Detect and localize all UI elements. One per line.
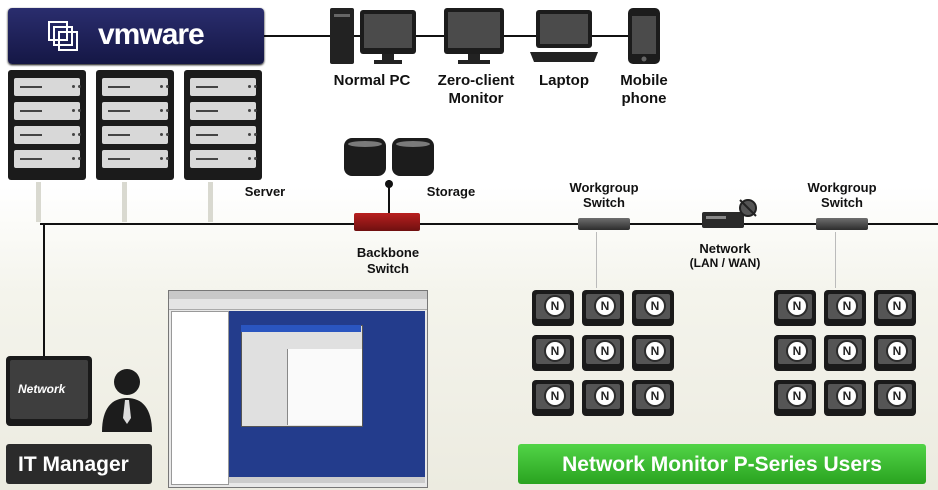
client-monitor-icon: N [632, 290, 674, 326]
workgroup-switch-2-label-1: Workgroup [807, 180, 877, 195]
backbone-switch-label-1: Backbone [356, 245, 420, 260]
workgroup-switch-1-label-1: Workgroup [569, 180, 639, 195]
zero-client-label-2: Monitor [448, 90, 504, 107]
mobile-phone-label-1: Mobile [620, 72, 668, 89]
client-monitor-icon: N [874, 380, 916, 416]
laptop-icon [530, 10, 598, 62]
users-banner-text: Network Monitor P-Series Users [562, 453, 882, 476]
mobile-phone-icon [628, 8, 660, 64]
vmware-logo-icon [48, 21, 78, 51]
storage-disk-icon [392, 138, 434, 176]
network-label-2: (LAN / WAN) [689, 256, 761, 270]
workgroup-switch-2-label-2: Switch [821, 195, 863, 210]
client-monitor-icon: N [532, 380, 574, 416]
workgroup-switch-1-label-2: Switch [583, 195, 625, 210]
vmware-wordmark: vmware [98, 18, 205, 51]
client-monitor-icon: N [874, 335, 916, 371]
users-banner: Network Monitor P-Series Users [518, 444, 926, 484]
storage-label: Storage [426, 184, 476, 199]
it-manager-banner: IT Manager [6, 444, 152, 484]
zero-client-monitor-icon [444, 8, 504, 64]
backbone-switch-label-2: Switch [367, 261, 409, 276]
client-monitor-icon: N [824, 335, 866, 371]
laptop-label: Laptop [539, 72, 589, 89]
zero-client-label-1: Zero-client [437, 72, 515, 89]
client-monitor-icon: N [874, 290, 916, 326]
backbone-line [40, 223, 938, 225]
wg2-drop-line [835, 232, 836, 288]
rack-leg [208, 182, 213, 222]
client-monitor-icon: N [632, 380, 674, 416]
vmware-banner: vmware [8, 8, 264, 64]
client-monitor-icon: N [774, 335, 816, 371]
rack-leg [36, 182, 41, 222]
it-manager-monitor-icon: Network [6, 356, 92, 426]
normal-pc-label: Normal PC [333, 72, 411, 89]
mobile-phone-label-2: phone [621, 90, 667, 107]
client-monitor-icon: N [632, 335, 674, 371]
server-label: Server [244, 184, 286, 199]
monitoring-software-screenshot [168, 290, 428, 488]
client-monitor-icon: N [532, 335, 574, 371]
workgroup-switch-2-icon [816, 218, 868, 230]
storage-line [388, 180, 390, 214]
server-rack-1 [8, 70, 86, 180]
client-monitor-icon: N [582, 335, 624, 371]
backbone-switch-icon [354, 213, 420, 231]
client-monitor-icon: N [824, 290, 866, 326]
router-icon [702, 199, 757, 228]
storage-connector-dot [385, 180, 393, 188]
client-monitor-icon: N [532, 290, 574, 326]
server-rack-3 [184, 70, 262, 180]
client-monitor-icon: N [774, 380, 816, 416]
it-manager-drop-line [43, 224, 45, 356]
client-monitor-icon: N [824, 380, 866, 416]
desktop-pc-icon [330, 8, 416, 64]
it-monitor-brand-text: Network [18, 382, 66, 396]
rack-leg [122, 182, 127, 222]
server-rack-2 [96, 70, 174, 180]
storage-disk-icon [344, 138, 386, 176]
wg1-drop-line [596, 232, 597, 288]
client-monitor-icon: N [582, 290, 624, 326]
workgroup-switch-1-icon [578, 218, 630, 230]
client-monitor-icon: N [582, 380, 624, 416]
client-monitor-icon: N [774, 290, 816, 326]
user-silhouette-icon [102, 369, 152, 432]
it-manager-banner-text: IT Manager [18, 453, 129, 476]
network-label-1: Network [699, 241, 751, 256]
